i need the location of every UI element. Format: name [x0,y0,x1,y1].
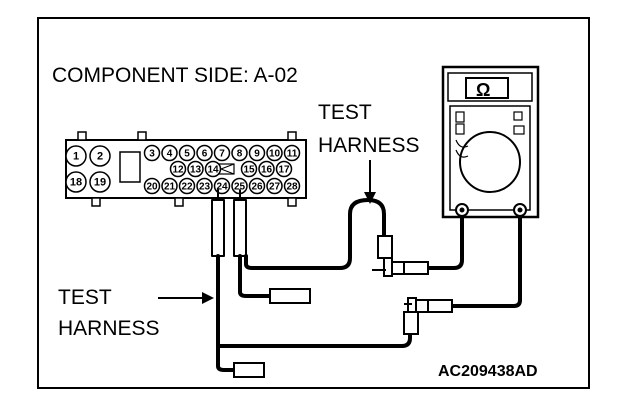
pin-8: 8 [231,144,248,162]
pin-9: 9 [248,144,266,162]
pin-5: 5 [178,144,196,162]
harness-connectors [233,235,453,378]
pin-label: 8 [237,149,243,160]
pin-14: 14 [204,160,222,178]
pin-label: 26 [251,182,263,193]
pin-label: 13 [190,165,202,176]
pin-23: 23 [196,177,213,195]
pin-label: 16 [261,165,273,176]
harness-probe-top [377,235,393,259]
pin-10: 10 [266,144,283,162]
pin-6: 6 [196,144,213,162]
pin-2: 2 [89,145,111,167]
ohmmeter [441,65,540,219]
wires [216,198,522,372]
ohm-symbol: Ω [476,80,490,100]
meter-dial [459,131,521,193]
pin-label: 28 [286,182,298,193]
pin-label: 17 [278,165,290,176]
harness-plug-mid [269,288,311,304]
pin-21: 21 [161,177,178,195]
pin-label: 22 [181,182,193,193]
pin-15: 15 [240,160,258,178]
test-harness-label-top-2: HARNESS [318,134,420,157]
arrow-head-top [364,192,376,204]
pin-11: 11 [283,144,301,162]
pin-17: 17 [275,160,293,178]
pin-label: 14 [207,165,219,176]
pin-label: 5 [184,149,190,160]
pin-label: 1 [73,151,79,163]
pin-13: 13 [187,160,204,178]
test-harness-label-left-1: TEST [58,286,112,309]
pin-label: 21 [164,182,176,193]
arrow-head-left [202,292,214,304]
pin-19: 19 [89,171,111,193]
pin-7: 7 [213,144,231,162]
pin-3: 3 [143,144,161,162]
pin-18: 18 [65,171,87,193]
pin-label: 6 [202,149,208,160]
harness-plug-bottom [233,362,265,378]
pin-20: 20 [143,177,161,195]
pin-22: 22 [178,177,196,195]
pin-28: 28 [283,177,301,195]
pin-label: 25 [234,182,246,193]
pin-24: 24 [213,177,231,195]
pin-label: 10 [269,149,281,160]
pin-label: 3 [149,149,155,160]
figure-code: AC209438AD [438,363,538,380]
pin-1: 1 [65,145,87,167]
pin-4: 4 [161,144,178,162]
pin-label: 27 [269,182,281,193]
pin-label: 9 [254,149,260,160]
pin-label: 20 [146,182,158,193]
pin-27: 27 [266,177,283,195]
pin-label: 18 [70,177,82,189]
test-harness-label-top-1: TEST [318,101,372,124]
pin-label: 19 [94,177,106,189]
pin-label: 4 [167,149,173,160]
pin-label: 23 [199,182,211,193]
probe-leads [211,189,247,257]
pin-label: 2 [97,151,103,163]
connector-large-pins: 1 2 18 19 [65,145,111,193]
pin-12: 12 [169,160,187,178]
ohm-display [465,77,509,99]
test-harness-label-left-2: HARNESS [58,317,160,340]
pin-label: 12 [172,165,184,176]
pin-26: 26 [248,177,266,195]
pin-16: 16 [258,160,275,178]
pin-label: 15 [243,165,255,176]
pin-label: 24 [216,182,228,193]
harness-probe-lower [403,311,419,335]
pin-label: 7 [219,149,225,160]
pin-label: 11 [287,149,298,160]
component-side-title: COMPONENT SIDE: A-02 [52,64,298,87]
